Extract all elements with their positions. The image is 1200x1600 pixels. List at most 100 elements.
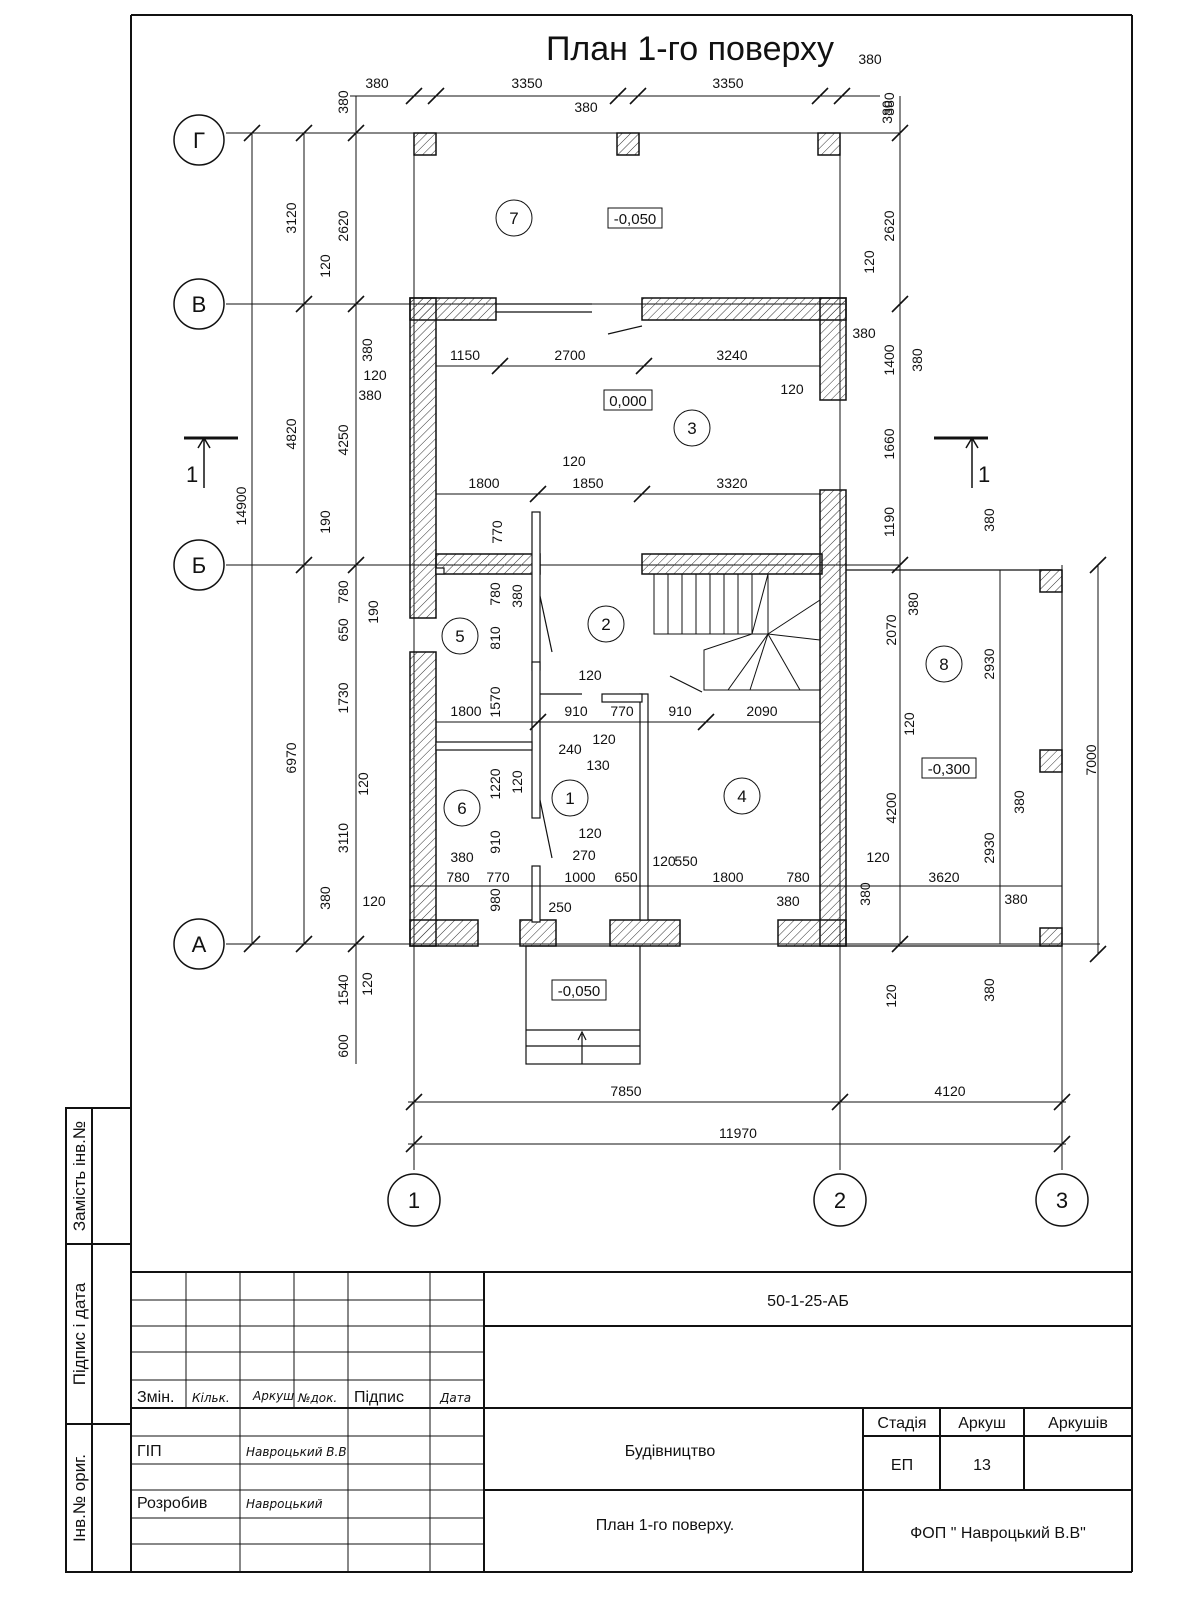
room-number-6: 6 [457, 799, 466, 818]
tb-sheet-title: План 1-го поверху. [596, 1517, 734, 1534]
dim-int-14: 1800 [450, 703, 481, 719]
axis-bubble-2 [813, 1173, 867, 1227]
dim-int-20: 120 [592, 731, 616, 747]
dim-left-inner-13: 3110 [335, 823, 351, 853]
dim-right-3: 380 [852, 325, 876, 341]
dim-left-inner-17: 120 [359, 972, 375, 996]
tb-sheet-label: Аркуш [958, 1415, 1006, 1432]
dim-top-4: 380 [574, 99, 598, 115]
dim-int-21: 130 [586, 757, 610, 773]
dim-right-15: 120 [883, 984, 899, 1008]
dim-right-7: 1190 [881, 507, 897, 537]
room-markers [441, 199, 963, 827]
tb-rozrobyv-name: Навроцький [246, 1497, 323, 1511]
dim-int-4: 1800 [468, 475, 499, 491]
tb-header-arkush: Аркуш [252, 1389, 294, 1403]
axis-label-3: 3 [1056, 1188, 1068, 1213]
room-marker-6 [443, 789, 481, 827]
dim-int-13: 1570 [487, 686, 503, 717]
dim-int-8: 770 [489, 520, 505, 544]
dim-int-11: 810 [487, 626, 503, 650]
axis-bubble-b [173, 539, 225, 591]
dim-right-6: 1660 [881, 428, 897, 459]
dim-right-21: 7000 [1083, 744, 1099, 775]
dim-right-18: 380 [1011, 790, 1027, 814]
dim-int-7: 3320 [716, 475, 747, 491]
dim-int-26: 270 [572, 847, 596, 863]
dim-int-15: 910 [564, 703, 588, 719]
dim-right-8: 380 [981, 508, 997, 532]
walls [409, 132, 1063, 947]
dim-right-5: 380 [909, 348, 925, 372]
dim-left-outer-0: 3120 [283, 202, 299, 233]
dim-left-inner-3: 380 [359, 338, 375, 362]
axis-bubble-a [173, 918, 225, 970]
tb-header-data: Дата [439, 1391, 471, 1405]
section-mark-right [934, 436, 988, 488]
dim-left-inner-18: 600 [335, 1034, 351, 1058]
axis-bubble-1 [387, 1173, 441, 1227]
dim-int-37: 250 [548, 899, 572, 915]
room-number-1: 1 [565, 789, 574, 808]
dimension-lines [251, 95, 1099, 1145]
tb-gip-label: ГІП [137, 1443, 162, 1460]
partitions [435, 511, 649, 923]
axis-label-2: 2 [834, 1188, 846, 1213]
tb-header-zmin: Змін. [137, 1389, 175, 1406]
dim-left-inner-11: 1730 [335, 682, 351, 713]
tb-object: Будівництво [625, 1443, 716, 1460]
dim-top-2: 3350 [712, 75, 743, 91]
axis-label-g: Г [193, 128, 205, 153]
dim-int-34: 1800 [712, 869, 743, 885]
tb-sheets-label: Аркушів [1048, 1415, 1108, 1432]
room-marker-3 [673, 409, 711, 447]
dim-top-3: 380 [858, 51, 882, 67]
dim-right-16: 380 [981, 978, 997, 1002]
axis-grid [226, 132, 1100, 1170]
dim-int-27: 120 [652, 853, 676, 869]
tb-rozrobyv-label: Розробив [137, 1495, 207, 1512]
tb-gip-name: Навроцький В.В [246, 1445, 347, 1459]
dim-int-16: 770 [610, 703, 634, 719]
dim-left-inner-14: 380 [317, 886, 333, 910]
tb-header-pidpys: Підпис [354, 1389, 404, 1406]
side-stamp-zamist: Замість інв.№ [70, 1121, 89, 1231]
dim-right-17: 2930 [981, 648, 997, 679]
level-mark-floor: 0,000 [609, 393, 647, 410]
dim-left-inner-8: 780 [335, 580, 351, 604]
dim-top-1: 3350 [511, 75, 542, 91]
dim-right-4: 1400 [881, 344, 897, 375]
dim-int-38: 380 [776, 893, 800, 909]
dim-right-13: 120 [866, 849, 890, 865]
sheet-frame [66, 14, 1133, 1573]
axis-bubbles [173, 114, 1089, 1227]
tb-stage-label: Стадія [877, 1415, 926, 1432]
tb-stage: ЕП [891, 1457, 913, 1474]
room-marker-5 [441, 617, 479, 655]
tb-header-kilk: Кільк. [192, 1391, 230, 1405]
side-stamp-inv-orig: Інв.№ ориг. [70, 1454, 89, 1542]
dim-int-25: 910 [487, 830, 503, 854]
room-marker-7 [495, 199, 533, 237]
dim-int-33: 650 [614, 869, 638, 885]
dim-int-23: 120 [509, 770, 525, 794]
dim-int-10: 380 [509, 584, 525, 608]
dim-int-29: 380 [450, 849, 474, 865]
dim-left-inner-15: 120 [362, 893, 386, 909]
dim-int-22: 1220 [487, 768, 503, 799]
title-block-code: 50-1-25-АБ [767, 1293, 849, 1310]
tb-company: ФОП " Навроцький В.В" [910, 1525, 1086, 1542]
level-mark-terrace: -0,050 [614, 211, 657, 228]
dim-right-12: 4200 [883, 792, 899, 823]
dim-int-9: 780 [487, 582, 503, 606]
section-mark-left-label: 1 [186, 462, 198, 487]
axis-bubble-3 [1035, 1173, 1089, 1227]
axis-label-b: Б [192, 553, 206, 578]
dim-right-0: 380 [881, 92, 897, 116]
dim-left-inner-16: 1540 [335, 974, 351, 1005]
dim-right-2: 120 [861, 250, 877, 274]
entrance-steps [525, 945, 641, 1065]
dim-right-1: 2620 [881, 210, 897, 241]
room-marker-4 [723, 777, 761, 815]
